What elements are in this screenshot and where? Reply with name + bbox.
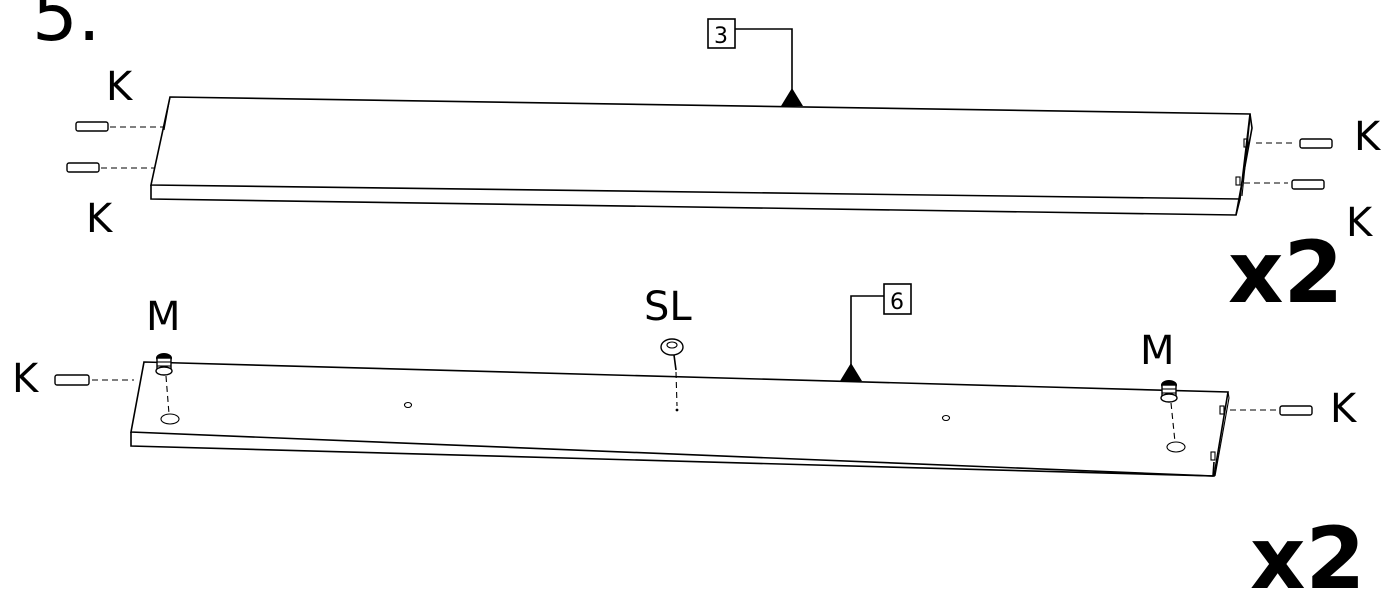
upper-right-dowel-bottom [1244, 179, 1325, 190]
lower-part-callout: 6 [840, 283, 912, 381]
part-6-box [883, 283, 912, 315]
step-number: 5. [32, 0, 101, 57]
lower-right-dowel [1230, 405, 1313, 416]
lower-pointer-triangle [840, 363, 862, 381]
upper-left-dowel-bottom [66, 162, 154, 173]
upper-panel [150, 96, 1253, 216]
cam-hole-right [1166, 441, 1186, 453]
lower-panel [130, 361, 1230, 477]
upper-pointer-triangle [781, 88, 803, 106]
dowel-label-bottom-left: K [86, 196, 114, 242]
pilot-hole-right [941, 414, 951, 422]
part-3-box [707, 18, 736, 49]
dowel-label-bottom-right: K [1346, 200, 1374, 246]
cam-label-right: M [1140, 328, 1175, 374]
lower-left-dowel [54, 374, 134, 386]
upper-part-callout: 3 [707, 18, 803, 106]
upper-quantity: x2 [1228, 223, 1343, 323]
screw-sl [660, 338, 684, 407]
upper-right-dowel-top [1256, 138, 1333, 149]
part-3-number: 3 [714, 24, 728, 49]
dowel-label-left: K [12, 356, 40, 402]
dowel-label-top-right: K [1354, 114, 1382, 160]
screw-label: SL [644, 284, 692, 330]
dowel-label-right: K [1330, 386, 1358, 432]
part-6-number: 6 [890, 290, 904, 315]
cam-lock-right [1160, 380, 1178, 443]
cam-hole-left [160, 413, 180, 425]
upper-left-dowel-top [75, 121, 164, 132]
cam-label-left: M [146, 294, 181, 340]
pilot-hole-left [403, 401, 413, 409]
cam-lock-left [155, 353, 173, 415]
lower-quantity: x2 [1250, 509, 1365, 606]
dowel-label-top-left: K [106, 64, 134, 110]
screw-point [675, 408, 679, 412]
